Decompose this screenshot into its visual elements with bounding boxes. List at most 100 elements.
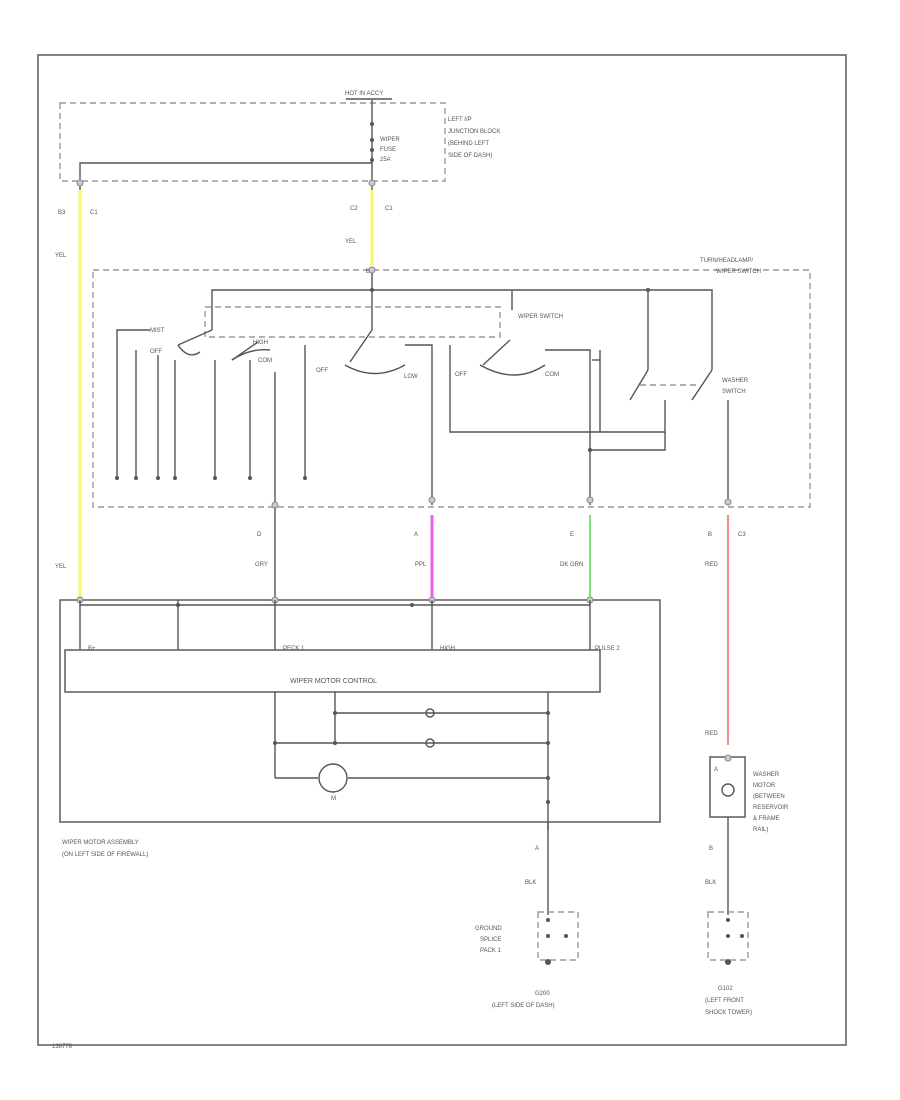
b3-connector-pin xyxy=(76,179,84,187)
washer-2: MOTOR xyxy=(753,783,776,789)
washer-return-wire xyxy=(590,432,666,451)
node-m3 xyxy=(273,741,277,745)
switch-blade-4 xyxy=(482,339,511,366)
switch-arc-3 xyxy=(344,364,406,375)
washer-6: RAIL) xyxy=(753,827,768,833)
conn-a-label: A xyxy=(414,532,418,538)
g200-ground xyxy=(545,959,551,965)
washer-conn-b: B xyxy=(709,846,713,852)
g102-node-3 xyxy=(740,934,744,938)
motor-control-label: WIPER MOTOR CONTROL xyxy=(290,678,377,685)
conn-e-pin xyxy=(586,496,594,504)
motor-bus-node-2 xyxy=(410,603,414,607)
wiper-switch-label: WIPER SWITCH xyxy=(518,314,563,320)
washer-5: & FRAME xyxy=(753,816,780,822)
b3-feed-wire xyxy=(79,162,372,190)
splice-node-3 xyxy=(564,934,568,938)
left-pin-5 xyxy=(213,476,217,480)
washer-motor-box xyxy=(709,756,746,818)
switch-blade-2 xyxy=(231,341,259,361)
hot-in-acc-label: HOT IN ACCY xyxy=(345,91,383,97)
conn-e-label: E xyxy=(570,532,574,538)
node-m5 xyxy=(546,741,550,745)
position-mist: MIST xyxy=(150,328,165,334)
splice-node-1 xyxy=(546,918,550,922)
b3-label: B3 xyxy=(58,210,66,216)
junction-block-box xyxy=(59,102,446,182)
washer-pin-a xyxy=(724,754,732,762)
washer-switch-1: WASHER xyxy=(722,378,749,384)
gry-label: GRY xyxy=(255,562,268,568)
pin-pulse: PULSE 2 xyxy=(595,646,620,652)
switch-blade-1 xyxy=(177,329,213,346)
splice-2: SPLICE xyxy=(480,937,501,943)
left-pin-1 xyxy=(115,476,119,480)
left-pin-7 xyxy=(303,476,307,480)
position-off-2: OFF xyxy=(316,368,328,374)
g102-box xyxy=(707,911,749,961)
g102-node-2 xyxy=(726,934,730,938)
switch-arc-4 xyxy=(479,364,546,376)
switch-left-wire-1 xyxy=(116,329,150,478)
conn-a-pin xyxy=(428,496,436,504)
g200-2: (LEFT SIDE OF DASH) xyxy=(492,1003,555,1009)
motor-assembly-2: (ON LEFT SIDE OF FIREWALL) xyxy=(62,852,148,858)
position-com-1: COM xyxy=(258,358,272,364)
washer-conn-a: A xyxy=(714,767,718,773)
g102-3: SHOCK TOWER) xyxy=(705,1010,752,1016)
washer-3: (BETWEEN xyxy=(753,794,785,800)
node-m1 xyxy=(333,711,337,715)
switch-blade-3 xyxy=(349,329,373,363)
ppl-switch-wire xyxy=(405,344,433,505)
washer-motor-symbol xyxy=(721,783,735,797)
g200-1: G200 xyxy=(535,991,550,997)
washer-1: WASHER xyxy=(753,772,780,778)
g102-ground xyxy=(725,959,731,965)
dkgrn-switch-wire xyxy=(545,349,591,505)
conn-c3-label: C3 xyxy=(738,532,746,538)
motor-bus-node xyxy=(176,603,180,607)
brush-1 xyxy=(425,708,435,718)
c1-left-label: C1 xyxy=(90,210,98,216)
washer-switch-2: SWITCH xyxy=(722,389,746,395)
fuse-line-3: 25A xyxy=(380,157,391,163)
washer-4: RESERVOIR xyxy=(753,805,789,811)
fuse-line-1: WIPER xyxy=(380,137,400,143)
motor-assembly-1: WIPER MOTOR ASSEMBLY xyxy=(62,840,139,846)
switch-arc-1 xyxy=(177,344,201,356)
yel-label-left: YEL xyxy=(55,564,67,570)
blk-ground-label: BLK xyxy=(525,880,536,886)
left-pin-6 xyxy=(248,476,252,480)
position-com-2: COM xyxy=(545,372,559,378)
position-high-1: HIGH xyxy=(253,340,268,346)
position-off-3: OFF xyxy=(455,372,467,378)
node-m6 xyxy=(546,776,550,780)
pin-peck: PECK 1 xyxy=(283,646,305,652)
jb-location-2: JUNCTION BLOCK xyxy=(448,129,500,135)
yel-label-top-left: YEL xyxy=(55,253,67,259)
g102-node-1 xyxy=(726,918,730,922)
outer-frame xyxy=(37,54,847,1046)
left-pin-4 xyxy=(173,476,177,480)
washer-blade-2 xyxy=(691,369,713,401)
switch-input-pin xyxy=(368,266,376,274)
position-low-1: LOW xyxy=(404,374,418,380)
red-bottom-label: RED xyxy=(705,731,718,737)
conn-b-pin xyxy=(724,498,732,506)
pin-bplus: B+ xyxy=(88,646,96,652)
splice-pack-box xyxy=(537,911,579,961)
dkgrn-label: DK GRN xyxy=(560,562,583,568)
fuse-node-2 xyxy=(370,148,374,152)
pin-high: HIGH xyxy=(440,646,455,652)
brush-2 xyxy=(425,738,435,748)
node-m7 xyxy=(546,800,550,804)
blk-washer-label: BLK xyxy=(705,880,716,886)
c1-right-label: C1 xyxy=(385,206,393,212)
g102-1: G102 xyxy=(718,986,733,992)
motor-assembly-box xyxy=(59,599,661,823)
jb-location-3: (BEHIND LEFT xyxy=(448,141,489,147)
motor-letter: M xyxy=(331,796,336,802)
switch-return-loop xyxy=(449,345,666,433)
fuse-node-3 xyxy=(370,158,374,162)
